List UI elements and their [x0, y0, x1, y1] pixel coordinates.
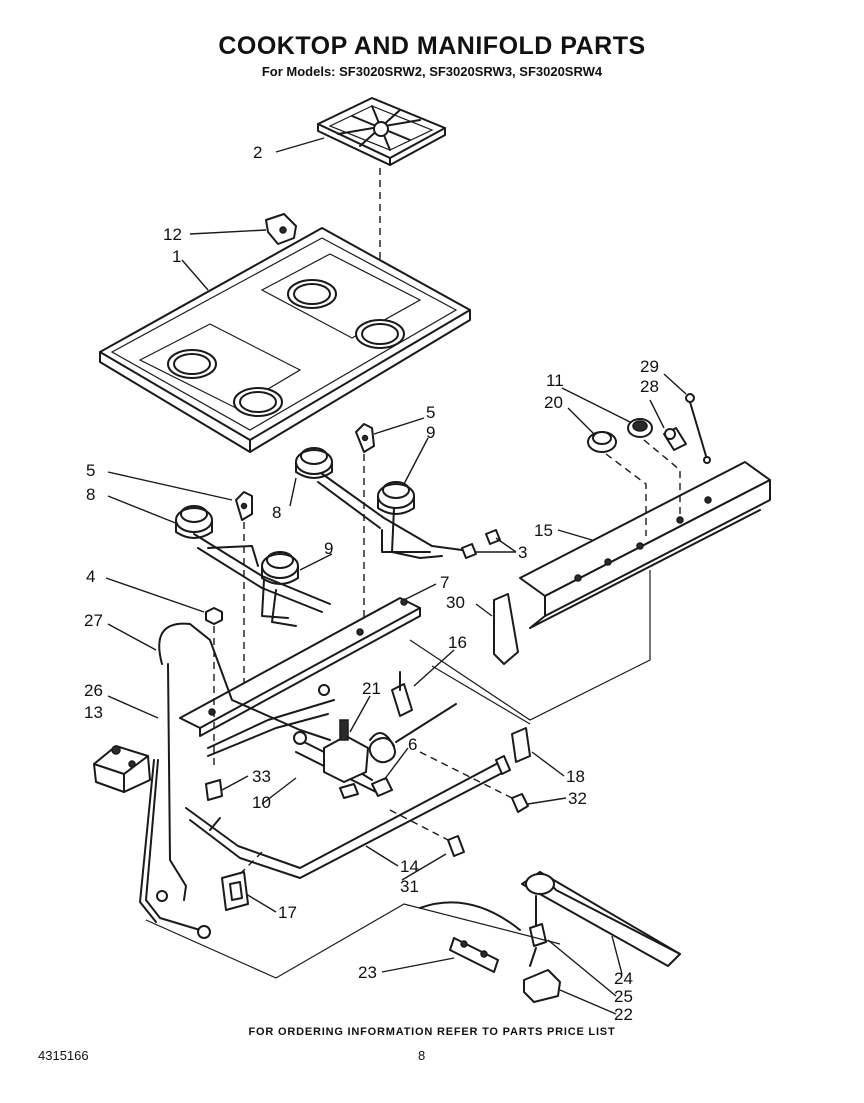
burner-9-left	[261, 551, 299, 585]
models-subtitle: For Models: SF3020SRW2, SF3020SRW3, SF30…	[261, 64, 603, 79]
bracket-17	[221, 871, 249, 911]
burner-8-left	[175, 505, 213, 539]
callout-16: 16	[448, 633, 467, 652]
callout-25: 25	[614, 987, 633, 1006]
broil-connection-ref	[145, 903, 561, 979]
grate-part	[317, 97, 446, 166]
screw-32-dashline	[419, 751, 517, 801]
knob-20	[587, 431, 617, 453]
screw-32	[511, 793, 529, 813]
callout-12: 12	[163, 225, 182, 244]
callout-29: 29	[640, 357, 659, 376]
callout-17: 17	[278, 903, 297, 922]
bracket-17-dashline	[237, 851, 263, 877]
callout-26: 26	[84, 681, 103, 700]
callout-numbers: 2 12 1 29 11 28 20 5 9 5 8 8 15 3 9 4 7 …	[84, 143, 659, 1024]
fitting-6	[339, 777, 393, 799]
valve-21	[323, 719, 369, 783]
burner-8-right	[295, 447, 333, 479]
document-number: 4315166	[38, 1048, 89, 1063]
callout-28: 28	[640, 377, 659, 396]
page-title: COOKTOP AND MANIFOLD PARTS	[218, 32, 646, 60]
callout-8-left: 8	[86, 485, 95, 504]
screw-28	[663, 427, 687, 451]
callout-9-lower: 9	[324, 539, 333, 558]
callout-6: 6	[408, 735, 417, 754]
manifold-panel-15	[519, 461, 771, 629]
igniter-16	[391, 671, 413, 717]
clip-5-upper	[355, 423, 375, 453]
leader-lines	[105, 137, 687, 1015]
spacer-33	[205, 779, 223, 801]
callout-1: 1	[172, 247, 181, 266]
callout-11: 11	[546, 371, 564, 390]
manifold-pipe	[207, 684, 381, 795]
knob-dashline	[605, 453, 647, 536]
spring-29	[685, 393, 711, 464]
igniter-23	[419, 901, 521, 973]
oven-burner-14	[185, 755, 511, 879]
cooktop-part	[99, 227, 471, 453]
callout-9-upper: 9	[426, 423, 435, 442]
bracket-30	[493, 593, 519, 665]
bracket-22	[523, 947, 561, 1003]
callout-15: 15	[534, 521, 553, 540]
orifices-3	[419, 529, 501, 559]
callout-22: 22	[614, 1005, 633, 1024]
callout-33: 33	[252, 767, 271, 786]
callout-2: 2	[253, 143, 262, 162]
page-number: 8	[418, 1048, 426, 1063]
callout-32: 32	[568, 789, 587, 808]
ordering-note: FOR ORDERING INFORMATION REFER TO PARTS …	[248, 1026, 616, 1038]
callout-13: 13	[84, 703, 103, 722]
callout-10: 10	[252, 793, 271, 812]
callout-3: 3	[518, 543, 527, 562]
panel-outline-ref	[409, 570, 651, 721]
orifice-holder-25	[529, 895, 547, 947]
callout-5-upper: 5	[426, 403, 435, 422]
callout-31: 31	[400, 877, 419, 896]
knob-sleeve-11	[627, 418, 653, 438]
broil-burner-24	[521, 871, 681, 967]
clip-5-lower	[235, 491, 253, 521]
callout-7: 7	[440, 573, 449, 592]
callout-20: 20	[544, 393, 563, 412]
callout-21: 21	[362, 679, 381, 698]
callout-4: 4	[86, 567, 95, 586]
burner-assembly-left	[175, 505, 331, 627]
gas-tubing-27	[158, 622, 331, 901]
callout-8-right: 8	[272, 503, 281, 522]
bracket-12	[265, 213, 297, 245]
callout-23: 23	[358, 963, 377, 982]
burner-9-right	[377, 481, 415, 515]
callout-14: 14	[400, 857, 419, 876]
gas-tubing-26	[139, 759, 211, 939]
callout-18: 18	[566, 767, 585, 786]
callout-5-lower: 5	[86, 461, 95, 480]
sleeve-dashline	[643, 439, 681, 514]
burner-bracket-7	[179, 597, 421, 737]
regulator-13	[93, 745, 151, 793]
bracket-18	[511, 727, 531, 763]
callout-27: 27	[84, 611, 103, 630]
burner-assembly-right	[295, 447, 433, 559]
callout-30: 30	[446, 593, 465, 612]
screw-31	[447, 835, 465, 857]
thermostat-coil	[368, 703, 457, 764]
panel-outline-ref2	[431, 665, 531, 725]
callout-24: 24	[614, 969, 633, 988]
